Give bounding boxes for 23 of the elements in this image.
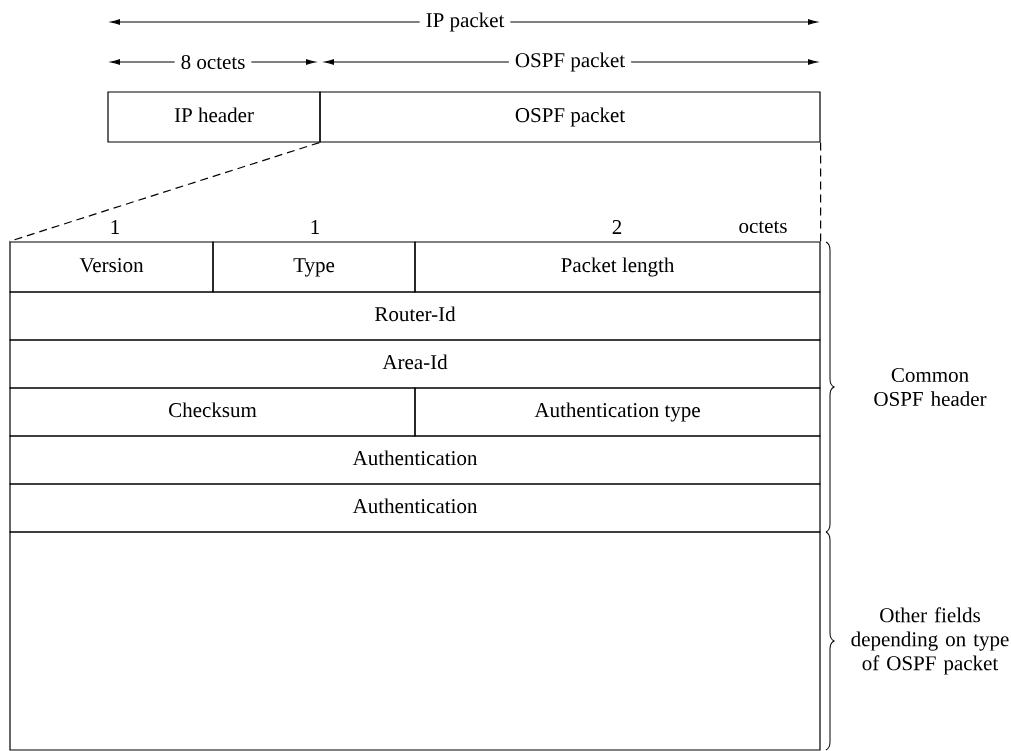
packet-field: OSPF packet <box>319 91 821 143</box>
zoom-line <box>8 142 320 242</box>
table-cell: Authentication <box>9 483 821 533</box>
table-cell: Authentication type <box>414 387 821 437</box>
dimension-label: IP packet <box>419 11 511 33</box>
brace-label: Common OSPF header <box>874 367 987 407</box>
zoom-line <box>820 142 822 242</box>
table-cell: Area-Id <box>9 339 821 389</box>
empty-field <box>9 531 821 751</box>
dimension-label: OSPF packet <box>508 51 632 73</box>
table-cell: Version <box>9 241 214 293</box>
dimension-label: 8 octets <box>174 53 252 71</box>
table-cell: Authentication <box>9 435 821 485</box>
table-cell: Checksum <box>9 387 416 437</box>
octet-label: 1 <box>111 220 119 234</box>
octet-label: octets <box>739 220 787 233</box>
brace-label: Other fields depending on type of OSPF packet <box>851 607 1009 675</box>
table-cell: Router-Id <box>9 291 821 341</box>
table-cell: Packet length <box>414 241 821 293</box>
octet-label: 1 <box>311 220 319 234</box>
header-field: IP header <box>107 91 321 143</box>
table-cell: Type <box>212 241 416 293</box>
octet-label: 2 <box>612 220 622 234</box>
